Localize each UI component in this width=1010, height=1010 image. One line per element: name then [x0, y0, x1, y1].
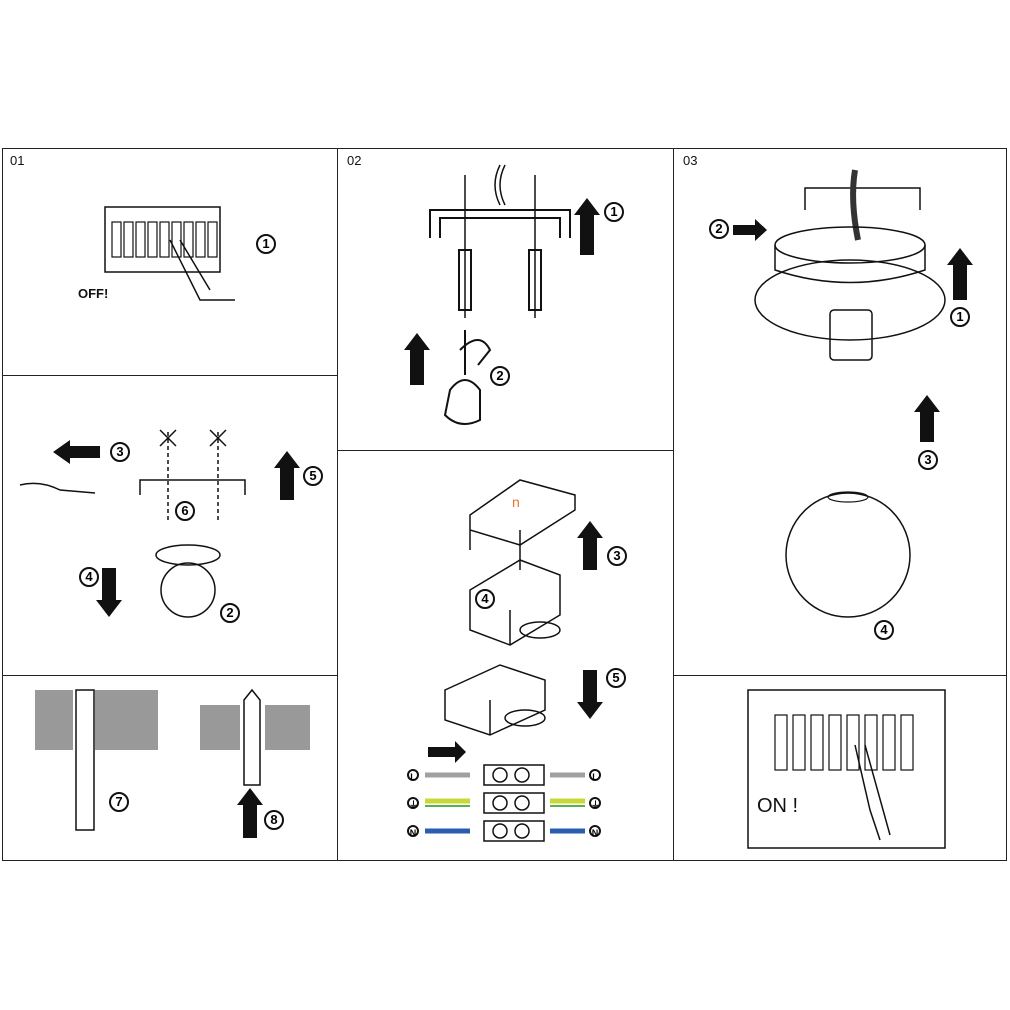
step-2-badge: 2	[220, 603, 240, 623]
step-7-badge: 7	[109, 792, 129, 812]
step-8-badge: 8	[264, 810, 284, 830]
breaker-panel-off-illustration	[104, 206, 235, 301]
mounting-bracket-illustration	[429, 164, 571, 425]
step-1-badge: 1	[256, 234, 276, 254]
step-3-badge: 3	[110, 442, 130, 462]
step-6-badge: 6	[175, 501, 195, 521]
rotate-arrow	[459, 339, 492, 366]
fixture-removal-illustration	[19, 429, 246, 618]
wires	[425, 772, 585, 834]
wire-label-earth: ⏚	[407, 797, 419, 810]
divider	[2, 675, 337, 676]
instruction-frame	[2, 148, 1007, 861]
wire-label-earth: ⏚	[589, 797, 601, 810]
step-3-badge: 3	[607, 546, 627, 566]
step-4-badge: 4	[475, 589, 495, 609]
divider	[337, 450, 673, 451]
terminal-block	[483, 764, 545, 842]
step-2-badge: 2	[709, 219, 729, 239]
step-5-badge: 5	[303, 466, 323, 486]
step-2-badge: 2	[490, 366, 510, 386]
wire-label-live: L	[407, 769, 419, 782]
junction-mark: n	[512, 494, 520, 510]
breaker-panel-on-illustration	[747, 689, 946, 849]
divider	[673, 148, 674, 861]
wire-label-neutral: N	[589, 825, 601, 838]
off-label: OFF!	[78, 286, 109, 301]
wire-label-neutral: N	[407, 825, 419, 838]
step-5-badge: 5	[606, 668, 626, 688]
panel-label-02: 02	[347, 153, 362, 168]
step-4-badge: 4	[874, 620, 894, 640]
on-label: ON !	[757, 795, 799, 817]
canopy-illustration	[754, 169, 946, 361]
divider	[673, 675, 1007, 676]
glass-globe	[785, 492, 911, 618]
step-1-badge: 1	[604, 202, 624, 222]
panel-label-03: 03	[683, 153, 698, 168]
step-1-badge: 1	[950, 307, 970, 327]
divider	[2, 375, 337, 376]
panel-label-01: 01	[10, 153, 25, 168]
junction-box-illustration	[444, 479, 576, 736]
step-3-badge: 3	[918, 450, 938, 470]
step-4-badge: 4	[79, 567, 99, 587]
divider	[337, 148, 338, 861]
arrows	[53, 198, 973, 838]
wall-drill-illustration	[35, 688, 310, 831]
wire-label-live: L	[589, 769, 601, 782]
